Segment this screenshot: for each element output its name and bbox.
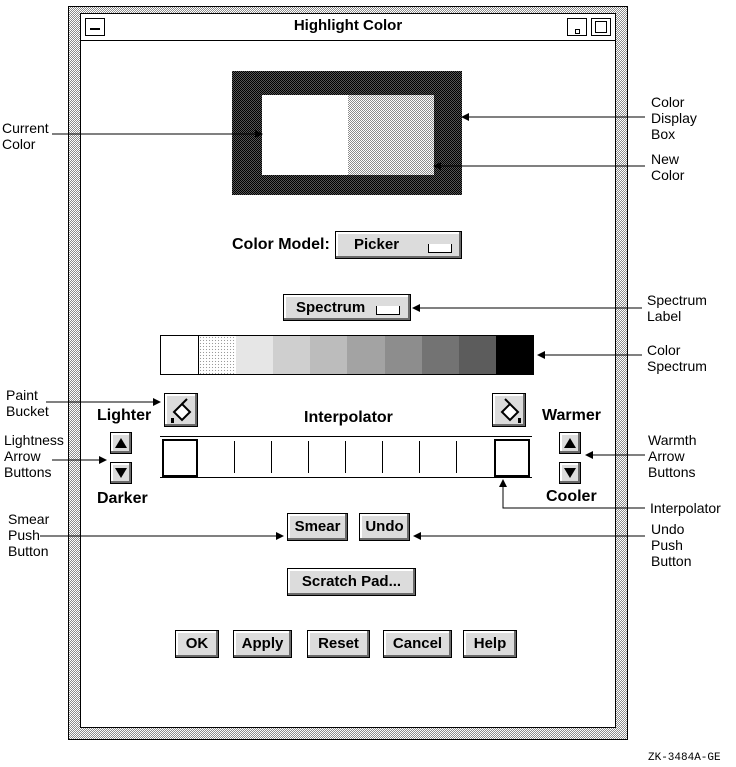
arrow-down-icon <box>564 468 576 478</box>
interpolator-divider <box>419 441 420 473</box>
spectrum-cell[interactable] <box>458 336 496 374</box>
interpolator-end-cell[interactable] <box>494 439 530 477</box>
interpolator-divider <box>234 441 235 473</box>
paint-bucket-right[interactable] <box>492 393 526 427</box>
spectrum-cell[interactable] <box>273 336 311 374</box>
interpolator-divider <box>271 441 272 473</box>
spectrum-label-text: Spectrum <box>296 299 366 316</box>
scratch-pad-button[interactable]: Scratch Pad... <box>287 568 416 596</box>
warmer-label: Warmer <box>542 407 601 424</box>
smear-button[interactable]: Smear <box>287 513 348 541</box>
help-button[interactable]: Help <box>463 630 517 658</box>
lighter-arrow-button[interactable] <box>110 432 132 454</box>
spectrum-cell[interactable] <box>310 336 348 374</box>
interpolator-start-cell[interactable] <box>162 439 198 477</box>
maximize-icon[interactable] <box>591 18 611 36</box>
option-menu-indicator-icon <box>428 244 452 253</box>
figure-id: ZK-3484A-GE <box>648 752 721 764</box>
interpolator-title: Interpolator <box>304 409 393 426</box>
spectrum-cell[interactable] <box>421 336 459 374</box>
cooler-label: Cooler <box>546 488 597 505</box>
reset-button[interactable]: Reset <box>307 630 370 658</box>
callout-current-color: Current Color <box>2 120 49 152</box>
spectrum-cell[interactable] <box>384 336 422 374</box>
callout-lightness-arrow-buttons: Lightness Arrow Buttons <box>4 432 64 480</box>
callout-undo-push-button: Undo Push Button <box>651 521 692 569</box>
lighter-label: Lighter <box>97 407 152 424</box>
spectrum-cell[interactable] <box>236 336 274 374</box>
window-title: Highlight Color <box>293 17 403 34</box>
paint-bucket-icon <box>171 398 192 423</box>
color-model-label: Color Model: <box>232 236 330 253</box>
interpolator-divider <box>345 441 346 473</box>
option-menu-indicator-icon <box>376 306 400 315</box>
cooler-arrow-button[interactable] <box>559 462 581 484</box>
callout-warmth-arrow-buttons: Warmth Arrow Buttons <box>648 432 697 480</box>
spectrum-label-button[interactable]: Spectrum <box>283 294 411 321</box>
color-spectrum[interactable] <box>160 335 534 375</box>
spectrum-cell[interactable] <box>161 336 200 374</box>
callout-interpolator: Interpolator <box>650 500 721 516</box>
arrow-up-icon <box>564 438 576 448</box>
apply-button[interactable]: Apply <box>233 630 292 658</box>
interpolator-divider <box>382 441 383 473</box>
warmer-arrow-button[interactable] <box>559 432 581 454</box>
spectrum-cell[interactable] <box>347 336 385 374</box>
current-color-swatch <box>262 95 348 175</box>
paint-bucket-icon <box>500 398 521 423</box>
interpolator-divider <box>456 441 457 473</box>
new-color-swatch <box>348 95 434 175</box>
ok-button[interactable]: OK <box>175 630 219 658</box>
darker-label: Darker <box>97 490 148 507</box>
callout-color-spectrum: Color Spectrum <box>647 342 707 374</box>
callout-spectrum-label: Spectrum Label <box>647 292 707 324</box>
menu-icon[interactable] <box>85 18 105 36</box>
darker-arrow-button[interactable] <box>110 462 132 484</box>
arrow-up-icon <box>115 438 127 448</box>
title-bar[interactable]: Highlight Color <box>80 13 616 41</box>
color-model-value: Picker <box>354 236 400 253</box>
callout-paint-bucket: Paint Bucket <box>6 387 49 419</box>
interpolator-strip[interactable] <box>160 436 532 478</box>
color-model-option-menu[interactable]: Picker <box>335 231 462 259</box>
paint-bucket-left[interactable] <box>164 393 198 427</box>
spectrum-cell[interactable] <box>199 336 237 374</box>
undo-button[interactable]: Undo <box>359 513 410 541</box>
minimize-icon[interactable] <box>567 18 587 36</box>
callout-smear-push-button: Smear Push Button <box>8 511 50 559</box>
interpolator-divider <box>308 441 309 473</box>
callout-new-color: New Color <box>651 151 685 183</box>
cancel-button[interactable]: Cancel <box>383 630 452 658</box>
arrow-down-icon <box>115 468 127 478</box>
spectrum-cell[interactable] <box>495 336 533 374</box>
callout-color-display-box: Color Display Box <box>651 94 697 142</box>
